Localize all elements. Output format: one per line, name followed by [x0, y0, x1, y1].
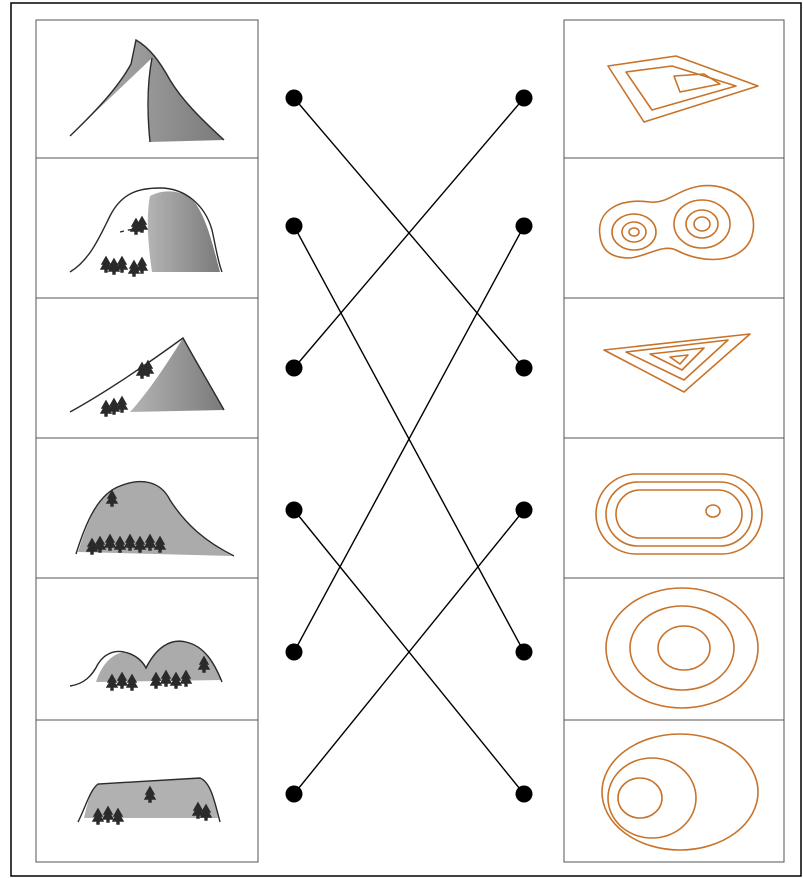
- left-endpoint-dot-L4[interactable]: [286, 502, 303, 519]
- left-panel-5: [36, 578, 258, 720]
- right-panel-5: [564, 578, 784, 720]
- right-endpoint-dot-R4[interactable]: [516, 502, 533, 519]
- left-panel-column: [36, 20, 258, 862]
- right-endpoint-dot-R3[interactable]: [516, 360, 533, 377]
- left-panel-1: [36, 20, 258, 158]
- right-panel-6: [564, 720, 784, 862]
- left-endpoint-dot-L2[interactable]: [286, 218, 303, 235]
- connector-group: [286, 90, 533, 803]
- left-endpoint-dot-L5[interactable]: [286, 644, 303, 661]
- left-endpoint-dot-L6[interactable]: [286, 786, 303, 803]
- right-endpoint-dot-R6[interactable]: [516, 786, 533, 803]
- right-panel-3: [564, 298, 784, 438]
- flat-topped-plateau-icon: [78, 778, 220, 824]
- left-endpoint-dot-L3[interactable]: [286, 360, 303, 377]
- right-endpoint-dot-R5[interactable]: [516, 644, 533, 661]
- right-panel-column: [564, 20, 784, 862]
- left-endpoint-dot-L1[interactable]: [286, 90, 303, 107]
- right-endpoint-dot-R2[interactable]: [516, 218, 533, 235]
- right-endpoint-dot-R1[interactable]: [516, 90, 533, 107]
